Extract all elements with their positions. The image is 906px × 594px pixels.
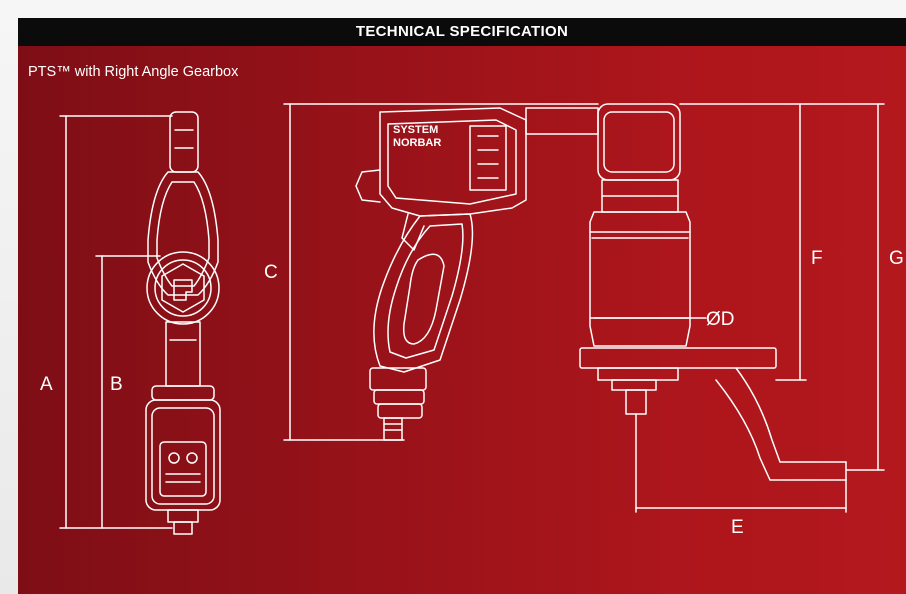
- dimension-c-line: [283, 103, 599, 441]
- header-bar: [18, 18, 906, 46]
- dimension-label-g: G: [889, 248, 904, 269]
- dimension-g-line: [805, 103, 885, 471]
- dimension-label-e: E: [731, 517, 744, 538]
- dimension-f-line: [679, 103, 807, 381]
- page-title: TECHNICAL SPECIFICATION: [355, 23, 569, 40]
- gearbox-and-reaction: [579, 103, 847, 481]
- dimension-label-a: A: [40, 374, 53, 395]
- dimension-a-line: [59, 115, 173, 529]
- brand-text-norbar: NORBAR: [393, 137, 441, 149]
- front-view-tool: [145, 111, 221, 535]
- dimension-b-line: [95, 255, 161, 529]
- product-subtitle: PTS™ with Right Angle Gearbox: [28, 64, 239, 80]
- side-view-tool: [355, 107, 599, 441]
- dimension-label-f: F: [811, 248, 823, 269]
- dimension-label-c: C: [264, 262, 278, 283]
- spec-panel: [18, 18, 906, 594]
- dimension-label-b: B: [110, 374, 123, 395]
- dimension-label-d: ØD: [706, 309, 735, 330]
- dimension-e-line: [635, 413, 847, 513]
- brand-text-system: SYSTEM: [393, 124, 438, 136]
